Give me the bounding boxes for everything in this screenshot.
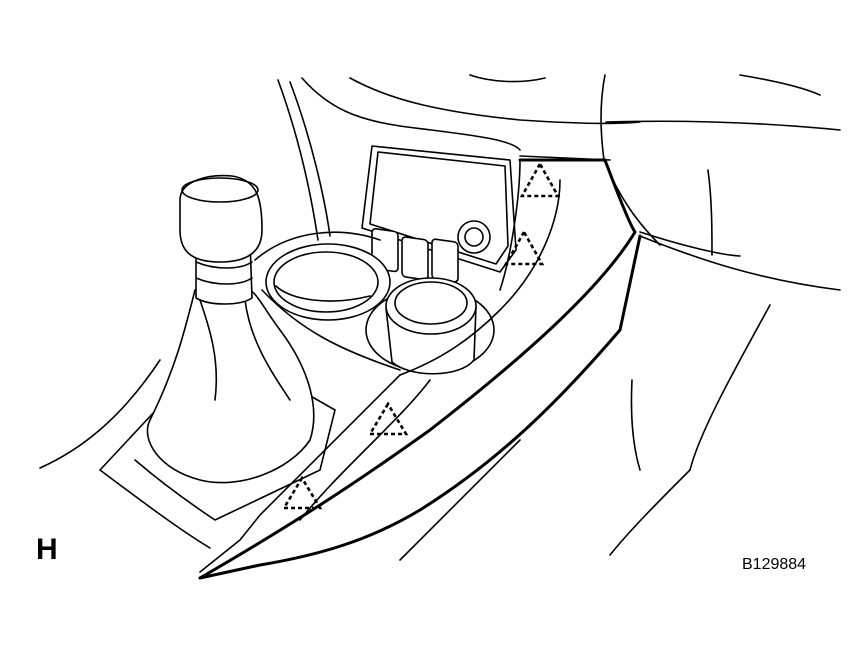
clip-marker-1 <box>519 161 561 198</box>
shift-knob <box>179 174 263 305</box>
cup-holder-left <box>265 243 391 321</box>
clip-marker-3 <box>367 401 409 436</box>
side-panel <box>399 235 841 561</box>
clip-markers <box>281 161 561 510</box>
clip-marker-4 <box>281 475 323 510</box>
cup-holder-right <box>365 277 495 375</box>
dashboard-lines <box>277 74 841 257</box>
shift-boot <box>39 289 336 549</box>
clip-marker-2 <box>503 229 545 266</box>
figure-code: B129884 <box>742 556 807 573</box>
console-body <box>198 158 642 580</box>
view-label: H <box>36 533 58 566</box>
switch-panel <box>361 145 517 283</box>
